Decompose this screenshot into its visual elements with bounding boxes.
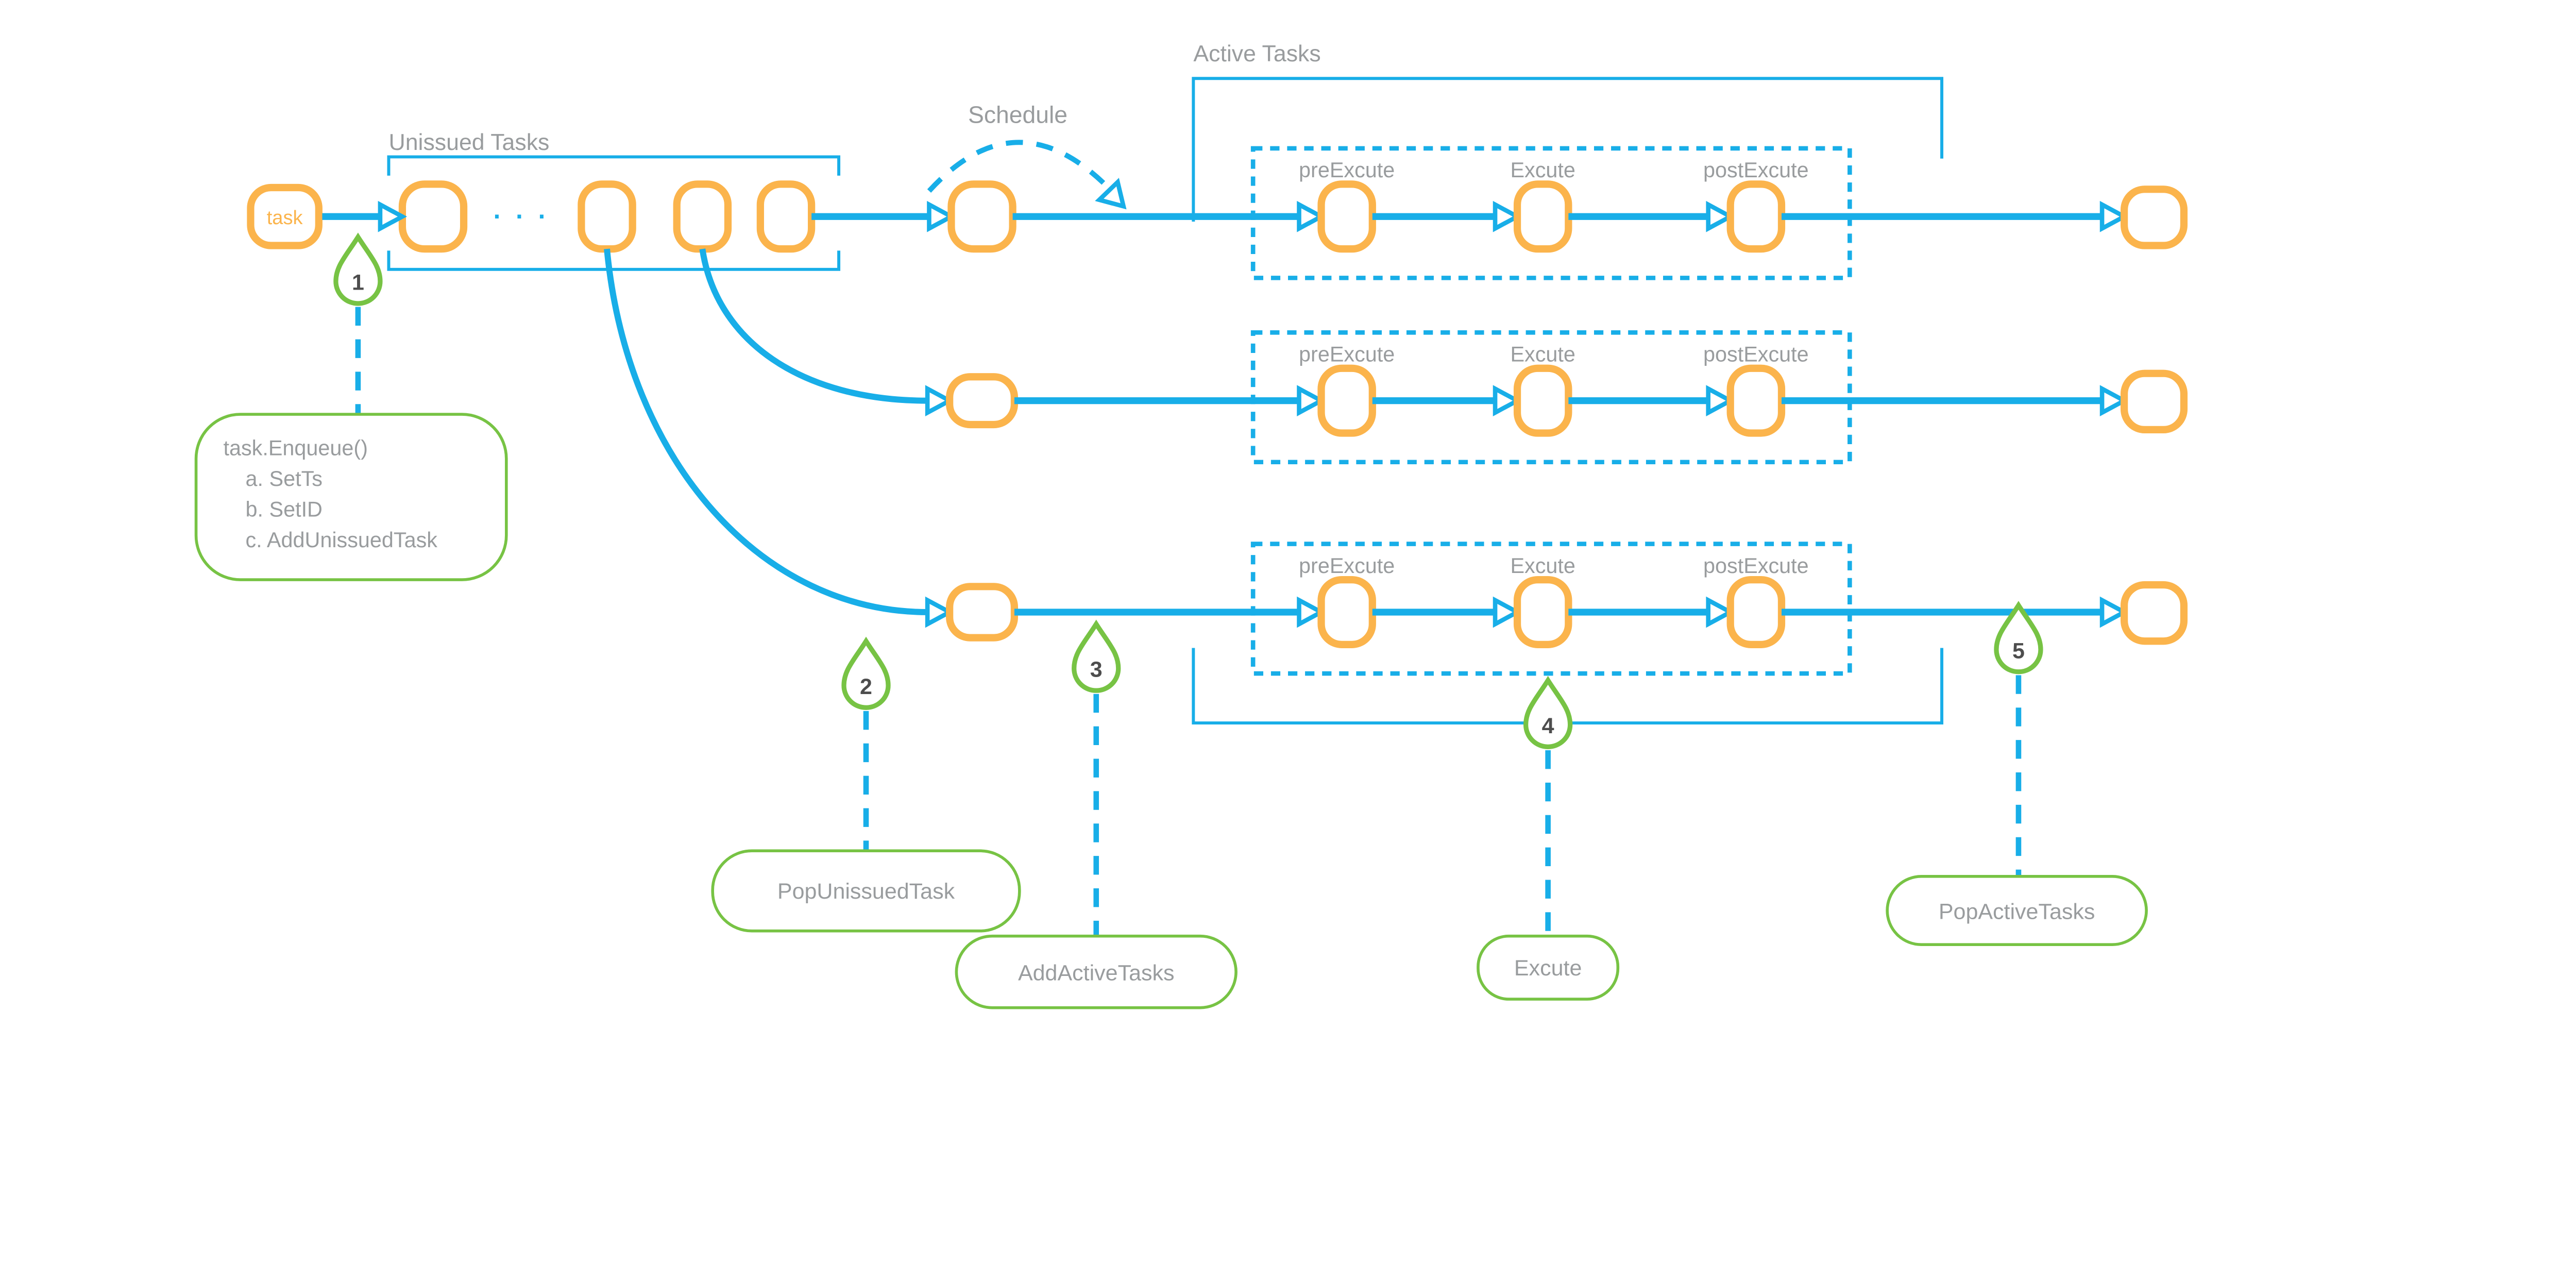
- step-3: 3 AddActiveTasks: [955, 619, 1238, 1009]
- unissued-bracket-bottom: [387, 250, 841, 271]
- arrowhead-icon: [1297, 385, 1326, 416]
- arrowhead-icon: [927, 200, 956, 232]
- pre-excute-node: [1317, 180, 1376, 253]
- arrowhead-icon: [2099, 200, 2129, 232]
- step-2: 2 PopUnissuedTask: [711, 636, 1021, 933]
- worker-row-2: preExcute Excute postExcute: [946, 330, 2188, 465]
- worker-row-3: preExcute Excute postExcute: [946, 542, 2188, 676]
- done-task-node: [2120, 369, 2188, 433]
- excute-label: Excute: [1510, 554, 1575, 578]
- arrowhead-icon: [925, 385, 955, 416]
- flow-curve-row3: [604, 248, 928, 615]
- step-4: 4 Excute: [1477, 676, 1620, 1001]
- diagram-page: Unissued Tasks · · · task Schedule Activ…: [194, 41, 2188, 1009]
- step-marker-pin: [1072, 619, 1121, 693]
- excute-node: [1513, 180, 1572, 253]
- post-excute-label: postExcute: [1703, 554, 1809, 578]
- done-task-node: [2120, 185, 2188, 249]
- arrowhead-icon: [1706, 200, 1735, 232]
- task-node-label: task: [267, 207, 303, 229]
- task-scheduler-diagram: Unissued Tasks · · · task Schedule Activ…: [194, 41, 2188, 1009]
- pre-excute-label: preExcute: [1299, 343, 1395, 366]
- step-number: 2: [860, 674, 872, 699]
- arrowhead-icon: [1493, 200, 1522, 232]
- arrowhead-icon: [1297, 596, 1326, 628]
- step-annotation-box: [194, 413, 508, 581]
- annotation-label: PopUnissuedTask: [777, 879, 955, 904]
- arrowhead-icon: [1095, 178, 1127, 210]
- step-marker-pin: [1994, 601, 2043, 674]
- excute-label: Excute: [1510, 158, 1575, 182]
- unissued-bracket-top: [387, 155, 841, 176]
- active-bracket-top: [1192, 77, 1944, 222]
- pre-excute-label: preExcute: [1299, 158, 1395, 182]
- schedule-label: Schedule: [968, 101, 1067, 128]
- arrowhead-icon: [925, 596, 955, 628]
- pre-excute-label: preExcute: [1299, 554, 1395, 578]
- unissued-tasks-region: Unissued Tasks · · ·: [387, 130, 841, 271]
- arrowhead-icon: [1706, 596, 1735, 628]
- start-task: task: [247, 183, 408, 249]
- step-marker-pin: [1523, 676, 1573, 749]
- arrowhead-icon: [1493, 385, 1522, 416]
- dispatch-curves: [604, 248, 955, 628]
- schedule-node: [946, 373, 1019, 429]
- post-excute-node: [1726, 180, 1786, 253]
- arrowhead-icon: [2099, 385, 2129, 416]
- annotation-line: b. SetID: [246, 498, 323, 521]
- step-marker-pin: [333, 232, 383, 306]
- task-node: [247, 183, 323, 249]
- step-annotation-pill: [1886, 875, 2148, 947]
- schedule-node: [947, 180, 1016, 253]
- excute-node: [1513, 364, 1572, 437]
- schedule-node: [946, 583, 1019, 642]
- arrowhead-icon: [378, 200, 408, 232]
- step-number: 4: [1542, 714, 1554, 738]
- worker-row-1: preExcute Excute postExcute: [811, 146, 2188, 280]
- step-5: 5 PopActiveTasks: [1886, 601, 2148, 947]
- unissued-tasks-label: Unissued Tasks: [388, 130, 549, 155]
- schedule-dashed-arc: [927, 140, 1114, 193]
- step-1: 1 task.Enqueue() a. SetTs b. SetID c. Ad…: [194, 232, 508, 581]
- step-annotation-pill: [1477, 934, 1620, 1001]
- post-excute-node: [1726, 576, 1786, 648]
- annotation-line: c. AddUnissuedTask: [246, 528, 438, 552]
- annotation-label: PopActiveTasks: [1939, 900, 2095, 924]
- step-number: 1: [352, 271, 364, 295]
- unissued-task-node: [578, 180, 636, 253]
- post-excute-node: [1726, 364, 1786, 437]
- annotation-line: a. SetTs: [246, 467, 323, 491]
- excute-node: [1513, 576, 1572, 648]
- excute-label: Excute: [1510, 343, 1575, 366]
- pre-excute-node: [1317, 364, 1376, 437]
- unissued-task-node: [673, 180, 732, 253]
- post-excute-label: postExcute: [1703, 343, 1809, 366]
- step-annotation-pill: [955, 934, 1238, 1009]
- arrowhead-icon: [1297, 200, 1326, 232]
- step-annotation-pill: [711, 849, 1021, 933]
- arrowhead-icon: [2099, 596, 2129, 628]
- done-task-node: [2120, 581, 2188, 645]
- unissued-task-node: [756, 180, 816, 253]
- annotation-label: AddActiveTasks: [1018, 961, 1175, 986]
- schedule-annotation: Schedule: [927, 101, 1127, 210]
- step-marker-pin: [841, 636, 891, 710]
- arrowhead-icon: [1706, 385, 1735, 416]
- post-excute-label: postExcute: [1703, 158, 1809, 182]
- ellipsis: · · ·: [493, 202, 550, 231]
- pre-excute-node: [1317, 576, 1376, 648]
- annotation-label: Excute: [1514, 956, 1582, 981]
- annotation-line: task.Enqueue(): [223, 436, 368, 460]
- arrowhead-icon: [1493, 596, 1522, 628]
- flow-curve-row2: [699, 248, 928, 404]
- step-number: 3: [1090, 657, 1103, 682]
- active-tasks-label: Active Tasks: [1193, 41, 1320, 66]
- unissued-task-node: [398, 180, 468, 253]
- step-number: 5: [2012, 638, 2025, 663]
